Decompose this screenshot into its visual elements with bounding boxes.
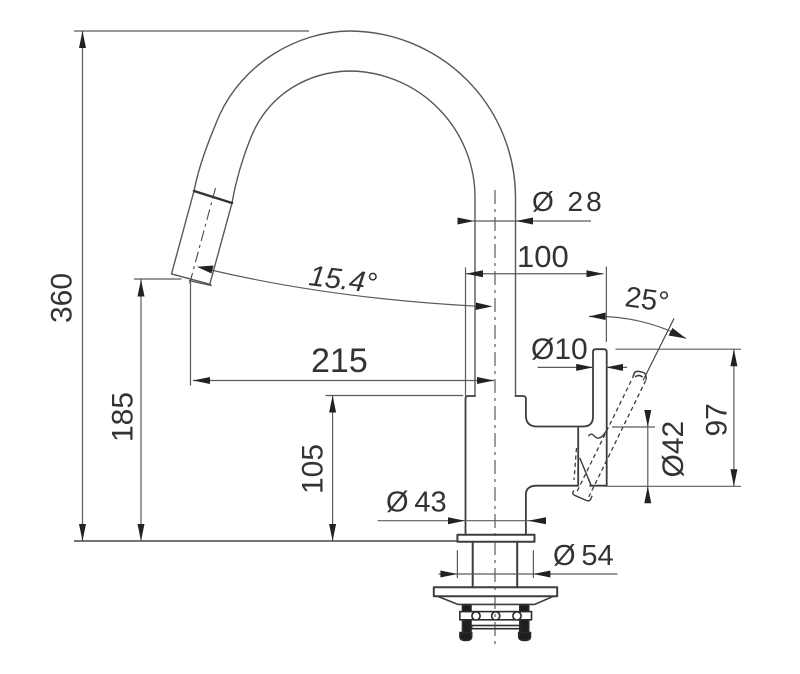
svg-text:97: 97 xyxy=(701,403,734,436)
svg-text:Ø10: Ø10 xyxy=(531,333,588,366)
svg-text:185: 185 xyxy=(107,392,140,442)
svg-text:Ø 54: Ø 54 xyxy=(553,540,614,572)
svg-text:Ø 43: Ø 43 xyxy=(386,487,447,519)
svg-text:Ø42: Ø42 xyxy=(657,421,690,478)
svg-text:Ø 28: Ø 28 xyxy=(532,186,605,217)
svg-text:15.4°: 15.4° xyxy=(307,260,378,300)
svg-text:105: 105 xyxy=(297,444,330,494)
svg-text:100: 100 xyxy=(517,239,569,274)
svg-text:25°: 25° xyxy=(623,281,671,319)
svg-text:360: 360 xyxy=(46,273,79,323)
svg-text:215: 215 xyxy=(311,342,368,380)
